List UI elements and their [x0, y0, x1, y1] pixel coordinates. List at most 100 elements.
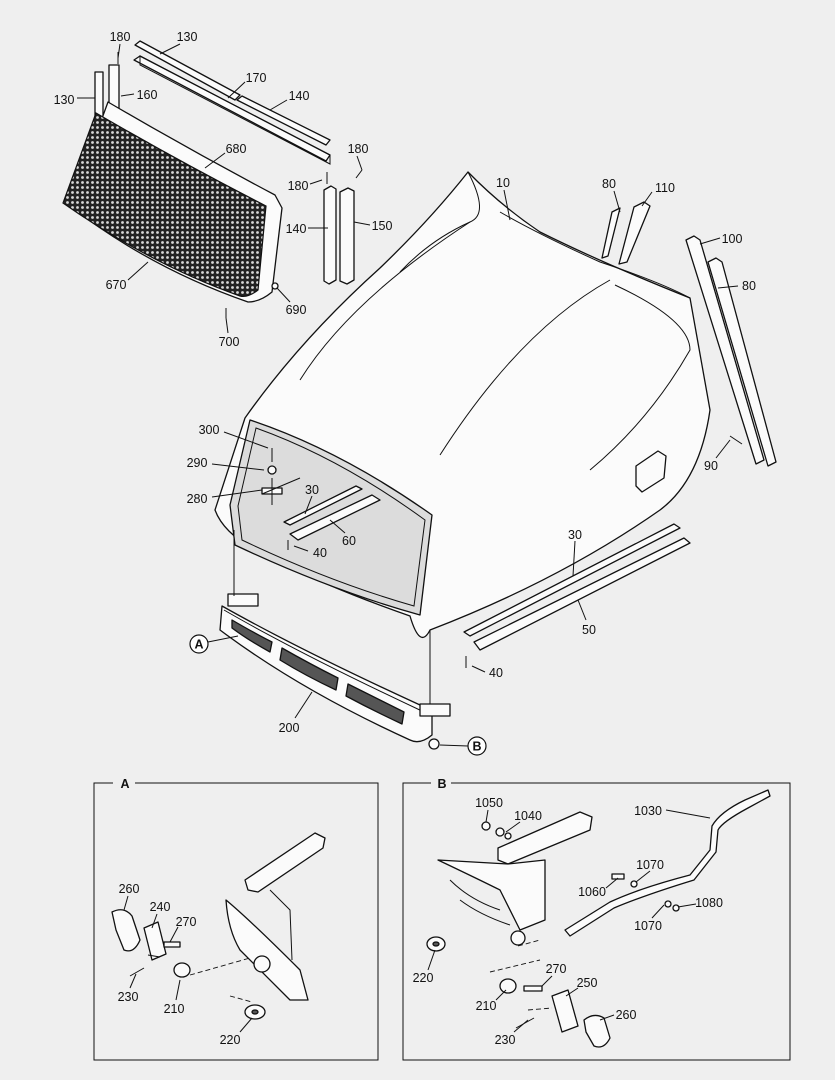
cover-260-b: [583, 1014, 611, 1048]
fastener-690: [271, 282, 279, 290]
leader-line: [269, 99, 288, 111]
part-number-label: 40: [313, 546, 327, 560]
part-number-label: 140: [289, 89, 310, 103]
callout-1050: 1050: [475, 796, 503, 823]
part-number-label: 260: [119, 882, 140, 896]
leader-line: [651, 904, 665, 919]
detail-a-label: A: [120, 777, 129, 791]
leader-line: [211, 463, 265, 471]
part-number-label: 160: [137, 88, 158, 102]
leader-line: [123, 895, 129, 911]
seal-strip-80-side: [707, 257, 777, 467]
leader-line: [577, 599, 587, 621]
callout-290: 290: [187, 456, 265, 471]
seal-strip-50: [473, 537, 691, 651]
callout-260: 260: [119, 882, 140, 911]
callout-1040: 1040: [505, 809, 542, 833]
leader-line: [356, 155, 363, 171]
leader-line: [471, 665, 486, 673]
part-number-label: 130: [54, 93, 75, 107]
callout-50: 50: [577, 599, 596, 637]
callout-80: 80: [717, 279, 756, 293]
part-number-label: 260: [616, 1008, 637, 1022]
part-number-label: 100: [722, 232, 743, 246]
callout-90: 90: [704, 439, 731, 473]
seal-strip-140-side: [323, 185, 337, 285]
part-number-label: 130: [177, 30, 198, 44]
part-number-label: 270: [546, 962, 567, 976]
door-handle: [635, 450, 667, 493]
front-seal-group: [261, 448, 691, 668]
leader-line: [204, 152, 226, 169]
detail-marker-a: A: [189, 634, 209, 654]
callout-200: 200: [279, 691, 313, 735]
upper-seal-group: [62, 40, 363, 318]
detail-marker-b: B: [467, 736, 487, 756]
leader-line: [599, 1014, 615, 1021]
leader-line: [677, 903, 697, 908]
nut-1080: [672, 904, 680, 912]
part-number-label: 40: [489, 666, 503, 680]
callout-150: 150: [353, 219, 392, 233]
screw-180-b: [355, 169, 363, 179]
callout-30: 30: [568, 528, 582, 577]
callout-230: 230: [118, 973, 138, 1004]
seal-strip-140-top: [236, 95, 331, 146]
part-number-label: 180: [288, 179, 309, 193]
callout-240: 240: [150, 900, 170, 929]
detail-b-bracket: [497, 811, 593, 865]
leader-line: [635, 870, 651, 883]
bolt-270-a: [163, 941, 181, 948]
side-seal-group: [601, 201, 777, 467]
callout-100: 100: [699, 232, 743, 246]
callout-210: 210: [476, 989, 507, 1013]
part-number-label: 30: [568, 528, 582, 542]
callout-670: 670: [106, 261, 149, 292]
callout-250: 250: [565, 976, 597, 997]
callout-10: 10: [496, 176, 511, 221]
pin-230-a: [129, 967, 145, 977]
seal-strip-130-top: [134, 40, 241, 101]
leader-line: [129, 973, 137, 989]
callout-180: 180: [288, 179, 323, 193]
part-number-label: 1040: [514, 809, 542, 823]
seal-strip-30-side: [463, 523, 681, 637]
leader-line: [294, 691, 313, 719]
leader-line: [665, 809, 711, 819]
seal-strip-80-top: [601, 207, 621, 259]
plate-250: [551, 989, 579, 1033]
callout-130: 130: [159, 30, 198, 55]
leader-line: [717, 285, 739, 289]
leader-line: [175, 979, 181, 1001]
washer-290: [267, 465, 277, 475]
leader-line: [225, 317, 229, 334]
callout-130: 130: [54, 93, 95, 107]
leader-line: [541, 975, 553, 987]
leader-line: [151, 913, 158, 929]
bolt-1060: [611, 873, 625, 880]
screen-mesh-670: [62, 112, 267, 297]
bolt-270-b: [523, 985, 543, 992]
callout-700: 700: [219, 317, 239, 349]
callout-110: 110: [641, 181, 675, 207]
callout-30: 30: [304, 483, 319, 515]
washer-1070-b: [664, 900, 672, 908]
callout-1030: 1030: [634, 804, 711, 819]
leader-line: [304, 495, 313, 515]
leader-line: [503, 189, 511, 221]
callout-140: 140: [269, 89, 310, 111]
callout-210: 210: [164, 979, 184, 1016]
part-number-label: 220: [413, 971, 434, 985]
callout-230: 230: [495, 1019, 529, 1047]
callout-1070: 1070: [634, 904, 665, 933]
seal-strip-30-front: [283, 485, 363, 526]
callout-170: 170: [227, 71, 266, 99]
part-number-label: 140: [286, 222, 307, 236]
link-1030: [564, 789, 771, 937]
leader-line: [699, 237, 721, 245]
front-visor-200: [219, 530, 451, 750]
detail-b-box: B: [402, 777, 791, 1061]
marker-b-leader: [439, 744, 469, 747]
leader-line: [565, 987, 579, 997]
seal-strip-60: [289, 494, 381, 541]
